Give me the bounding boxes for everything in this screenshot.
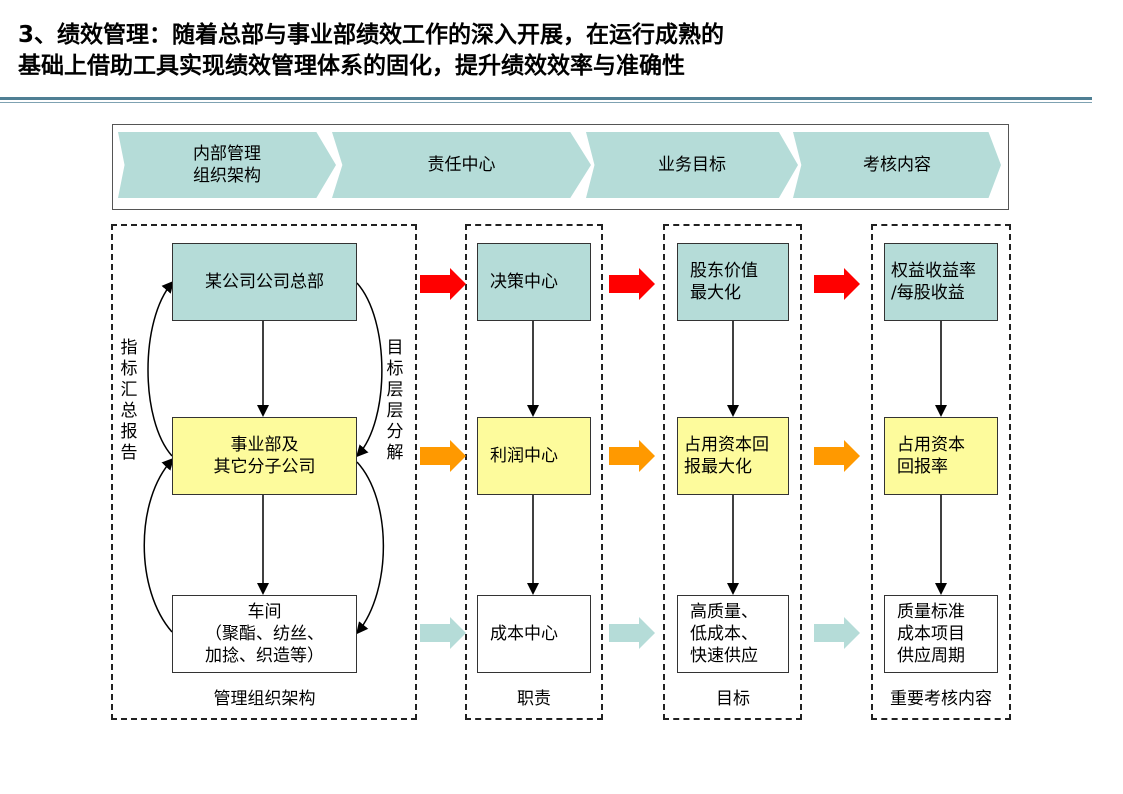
quality-standard-box: 质量标准 成本项目 供应周期 bbox=[884, 595, 998, 673]
hq-box: 某公司公司总部 bbox=[172, 243, 357, 321]
cost-center-box: 成本中心 bbox=[477, 595, 591, 673]
responsibility-column bbox=[465, 224, 603, 720]
arrow-orange-1 bbox=[420, 440, 466, 472]
assessment-column bbox=[871, 224, 1011, 720]
capital-return-box: 占用资本回 报最大化 bbox=[677, 417, 789, 495]
right-vertical-label: 目标层层分解 bbox=[386, 338, 404, 463]
shareholder-value-box: 股东价值 最大化 bbox=[677, 243, 789, 321]
capital-return-rate-box: 占用资本 回报率 bbox=[884, 417, 998, 495]
arrow-orange-3 bbox=[814, 440, 860, 472]
arrow-teal-1 bbox=[420, 617, 466, 649]
title-rule-thin bbox=[0, 102, 1092, 103]
division-box: 事业部及 其它分子公司 bbox=[172, 417, 357, 495]
arrow-red-3 bbox=[814, 268, 860, 300]
arrow-teal-3 bbox=[814, 617, 860, 649]
roe-eps-box: 权益收益率 /每股收益 bbox=[884, 243, 998, 321]
page-title: 3、绩效管理：随着总部与事业部绩效工作的深入开展，在运行成熟的 基础上借助工具实… bbox=[18, 20, 1098, 82]
org-caption: 管理组织架构 bbox=[213, 689, 316, 709]
arrow-teal-2 bbox=[609, 617, 655, 649]
step-responsibility-center: 责任中心 bbox=[332, 132, 591, 198]
left-vertical-label: 指标汇总报告 bbox=[120, 338, 138, 463]
decision-center-box: 决策中心 bbox=[477, 243, 591, 321]
quality-cost-box: 高质量、 低成本、 快速供应 bbox=[677, 595, 789, 673]
step-business-goal: 业务目标 bbox=[586, 132, 798, 198]
goals-caption: 目标 bbox=[716, 689, 750, 709]
responsibility-caption: 职责 bbox=[517, 689, 551, 709]
title-line-2: 基础上借助工具实现绩效管理体系的固化，提升绩效效率与准确性 bbox=[18, 53, 685, 79]
step-org-structure: 内部管理 组织架构 bbox=[118, 132, 336, 198]
title-line-1: 3、绩效管理：随着总部与事业部绩效工作的深入开展，在运行成熟的 bbox=[18, 22, 725, 48]
assessment-caption: 重要考核内容 bbox=[890, 689, 992, 709]
title-rule bbox=[0, 97, 1092, 100]
org-column bbox=[111, 224, 417, 720]
workshop-box: 车间 （聚酯、纺丝、 加捻、织造等） bbox=[172, 595, 357, 673]
arrow-orange-2 bbox=[609, 440, 655, 472]
goal-column bbox=[663, 224, 802, 720]
arrow-red-2 bbox=[609, 268, 655, 300]
profit-center-box: 利润中心 bbox=[477, 417, 591, 495]
step-assessment-content: 考核内容 bbox=[793, 132, 1001, 198]
arrow-red-1 bbox=[420, 268, 466, 300]
